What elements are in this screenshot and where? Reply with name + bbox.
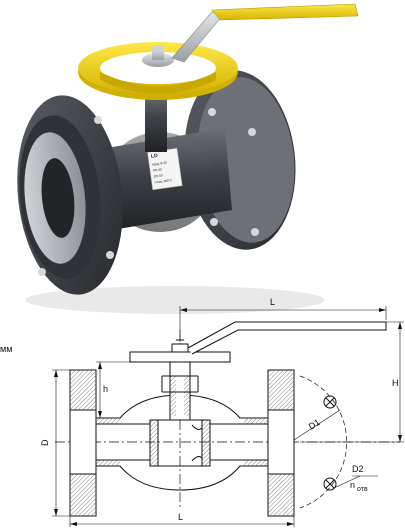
dim-L-bottom-label: L [178,512,183,522]
nameplate: LD КШЦ Ф 20 PN 40 DN 50 t max 180°C [147,147,183,191]
stem-column [145,92,167,152]
bolt-hole [208,108,216,116]
dim-line-D2 [333,475,361,489]
dim-n-label: n [350,480,355,490]
bolt-hole [94,116,102,124]
lever-outline [187,321,387,355]
bore [41,158,75,238]
valve-photo: LD КШЦ Ф 20 PN 40 DN 50 t max 180°C [17,3,359,314]
nameplate-brand: LD [151,153,159,160]
bolt-hole [251,228,259,236]
bolt-hole [210,218,218,226]
floor-shadow [25,286,325,314]
dim-L-top-label: L [270,297,275,307]
nameplate-line: КШЦ Ф 20 [152,161,168,167]
nameplate-line: t max 180°C [154,178,173,185]
yellow-ring [78,42,238,100]
bolt-hole [106,251,114,259]
dim-line-D1 [293,409,341,441]
dim-n-sub-label: отв [357,486,368,493]
bolt-hole [38,268,46,276]
nameplate-line: DN 50 [154,173,164,178]
left-flange [17,95,123,295]
nameplate-line: PN 40 [153,167,163,172]
dim-h-label: h [103,384,108,394]
bolt-circle-arc [299,375,347,509]
technical-drawing [52,306,404,527]
bolt-hole [248,128,256,136]
dim-D-label: D [40,439,50,446]
dim-D1-label: D1 [307,417,322,432]
dim-D2-label: D2 [352,464,364,474]
dim-H-label: H [392,378,399,388]
lever-grip [211,3,359,21]
bolt-symbol [323,477,337,491]
bolt-symbol [323,395,337,409]
unit-label: мм [0,344,12,354]
handle-plate [129,351,231,363]
